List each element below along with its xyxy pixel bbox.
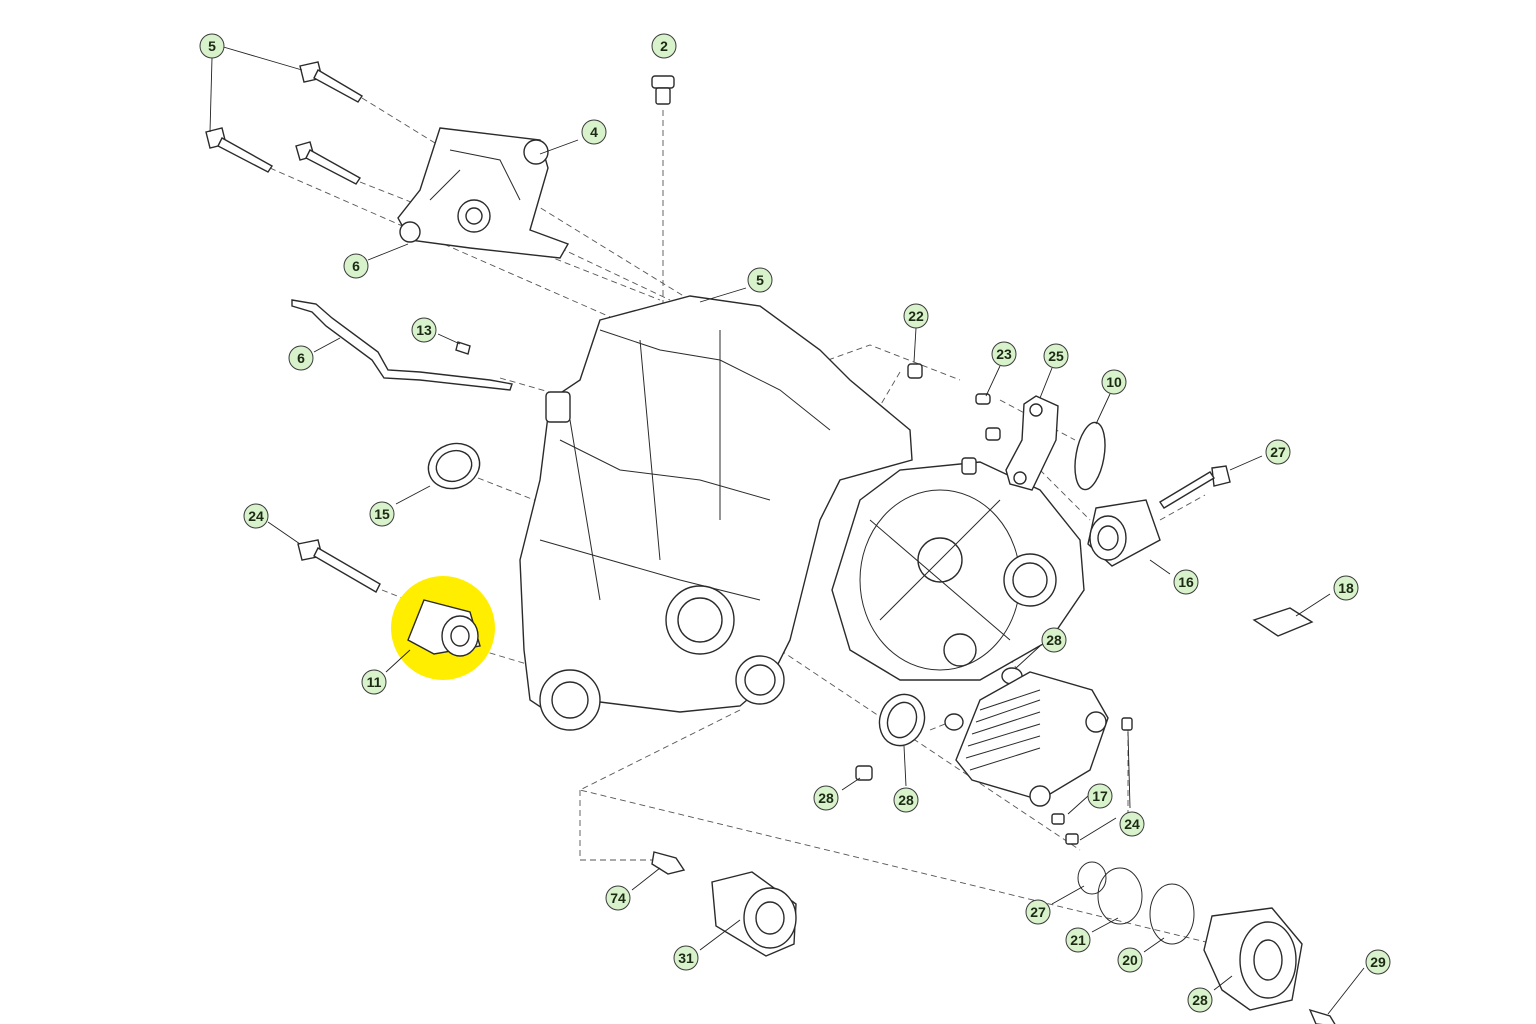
- callout-bubble: 22: [903, 303, 929, 329]
- label-sticker-part: [1252, 607, 1314, 637]
- callout-bubble: 23: [991, 341, 1017, 367]
- callout-number: 24: [248, 508, 264, 524]
- bolt-part: [295, 141, 362, 185]
- callout-bubble: 20: [1117, 947, 1143, 973]
- leader-lines: [209, 45, 1365, 1015]
- callout-bubble: 31: [673, 945, 699, 971]
- callout-number: 10: [1106, 374, 1122, 390]
- callout-number: 16: [1178, 574, 1194, 590]
- callout-bubble: 11: [361, 669, 387, 695]
- callout-number: 74: [610, 890, 626, 906]
- screw-part: [1051, 717, 1133, 845]
- callout-bubble: 25: [1043, 343, 1069, 369]
- callout-bubble: 27: [1265, 439, 1291, 465]
- callout-bubble: 6: [343, 253, 369, 279]
- callout-bubble: 28: [1041, 627, 1067, 653]
- callout-bubble: 27: [1025, 899, 1051, 925]
- callout-number: 5: [756, 272, 764, 288]
- callout-number: 17: [1092, 788, 1108, 804]
- bolt-part: [1159, 465, 1231, 509]
- callout-bubble: 5: [747, 267, 773, 293]
- fitting-part: [907, 363, 1001, 475]
- callout-bubble: 74: [605, 885, 631, 911]
- callout-number: 4: [590, 124, 598, 140]
- seal-ring-part: [427, 442, 481, 490]
- callout-number: 23: [996, 346, 1012, 362]
- mounting-bracket-part: [397, 127, 570, 259]
- bracket-plate-part: [1005, 395, 1059, 491]
- callout-number: 22: [908, 308, 924, 324]
- callout-bubble: 2: [651, 33, 677, 59]
- o-ring-part: [1077, 861, 1195, 945]
- callout-bubble: 13: [411, 317, 437, 343]
- callout-number: 29: [1370, 954, 1386, 970]
- callout-bubble: 18: [1333, 575, 1359, 601]
- callout-number: 18: [1338, 580, 1354, 596]
- callout-number: 13: [416, 322, 432, 338]
- callout-number: 24: [1124, 816, 1140, 832]
- callouts: 5 2 4 6 5 6 13 22 23 25 10 15 27 24 16 1…: [199, 33, 1391, 1013]
- pipe-part: [291, 299, 513, 391]
- callout-bubble: 28: [1187, 987, 1213, 1013]
- callout-bubble: 15: [369, 501, 395, 527]
- main-housing-part: [519, 295, 913, 731]
- callout-number: 28: [1192, 992, 1208, 1008]
- callout-number: 28: [1046, 632, 1062, 648]
- callout-number: 15: [374, 506, 390, 522]
- callout-bubble: 16: [1173, 569, 1199, 595]
- callout-bubble: 21: [1065, 927, 1091, 953]
- screw-part: [455, 341, 471, 355]
- callout-number: 27: [1270, 444, 1286, 460]
- callout-number: 5: [208, 38, 216, 54]
- bolt-part: [299, 61, 363, 103]
- filter-housing-part: [1203, 907, 1303, 1011]
- callout-number: 27: [1030, 904, 1046, 920]
- callout-bubble: 28: [813, 785, 839, 811]
- callout-bubble: 6: [288, 345, 314, 371]
- callout-number: 25: [1048, 348, 1064, 364]
- callout-bubble: 4: [581, 119, 607, 145]
- callout-number: 28: [898, 792, 914, 808]
- callout-number: 20: [1122, 952, 1138, 968]
- seal-ring-part: [878, 693, 926, 747]
- oil-filter-part: [711, 871, 797, 957]
- callout-number: 6: [297, 350, 305, 366]
- callout-number: 6: [352, 258, 360, 274]
- callout-bubble: 17: [1087, 783, 1113, 809]
- callout-bubble: 29: [1365, 949, 1391, 975]
- bolt-part: [297, 539, 381, 593]
- plug-part: [855, 765, 873, 781]
- cap-part: [651, 75, 675, 105]
- seal-part: [944, 713, 964, 731]
- oil-cooler-part: [955, 671, 1109, 807]
- drain-plug-part: [1308, 1008, 1336, 1024]
- callout-bubble: 24: [1119, 811, 1145, 837]
- callout-bubble: 28: [893, 787, 919, 813]
- callout-bubble: 5: [199, 33, 225, 59]
- bolt-part: [205, 127, 274, 173]
- callout-number: 21: [1070, 932, 1086, 948]
- filter-cartridge-part: [1087, 499, 1161, 567]
- callout-bubble: 24: [243, 503, 269, 529]
- bushing-part-highlighted: [391, 576, 495, 680]
- callout-number: 2: [660, 38, 668, 54]
- callout-number: 11: [367, 674, 382, 690]
- callout-number: 31: [678, 950, 694, 966]
- callout-bubble: 10: [1101, 369, 1127, 395]
- callout-number: 28: [818, 790, 834, 806]
- o-ring-part: [1074, 421, 1106, 491]
